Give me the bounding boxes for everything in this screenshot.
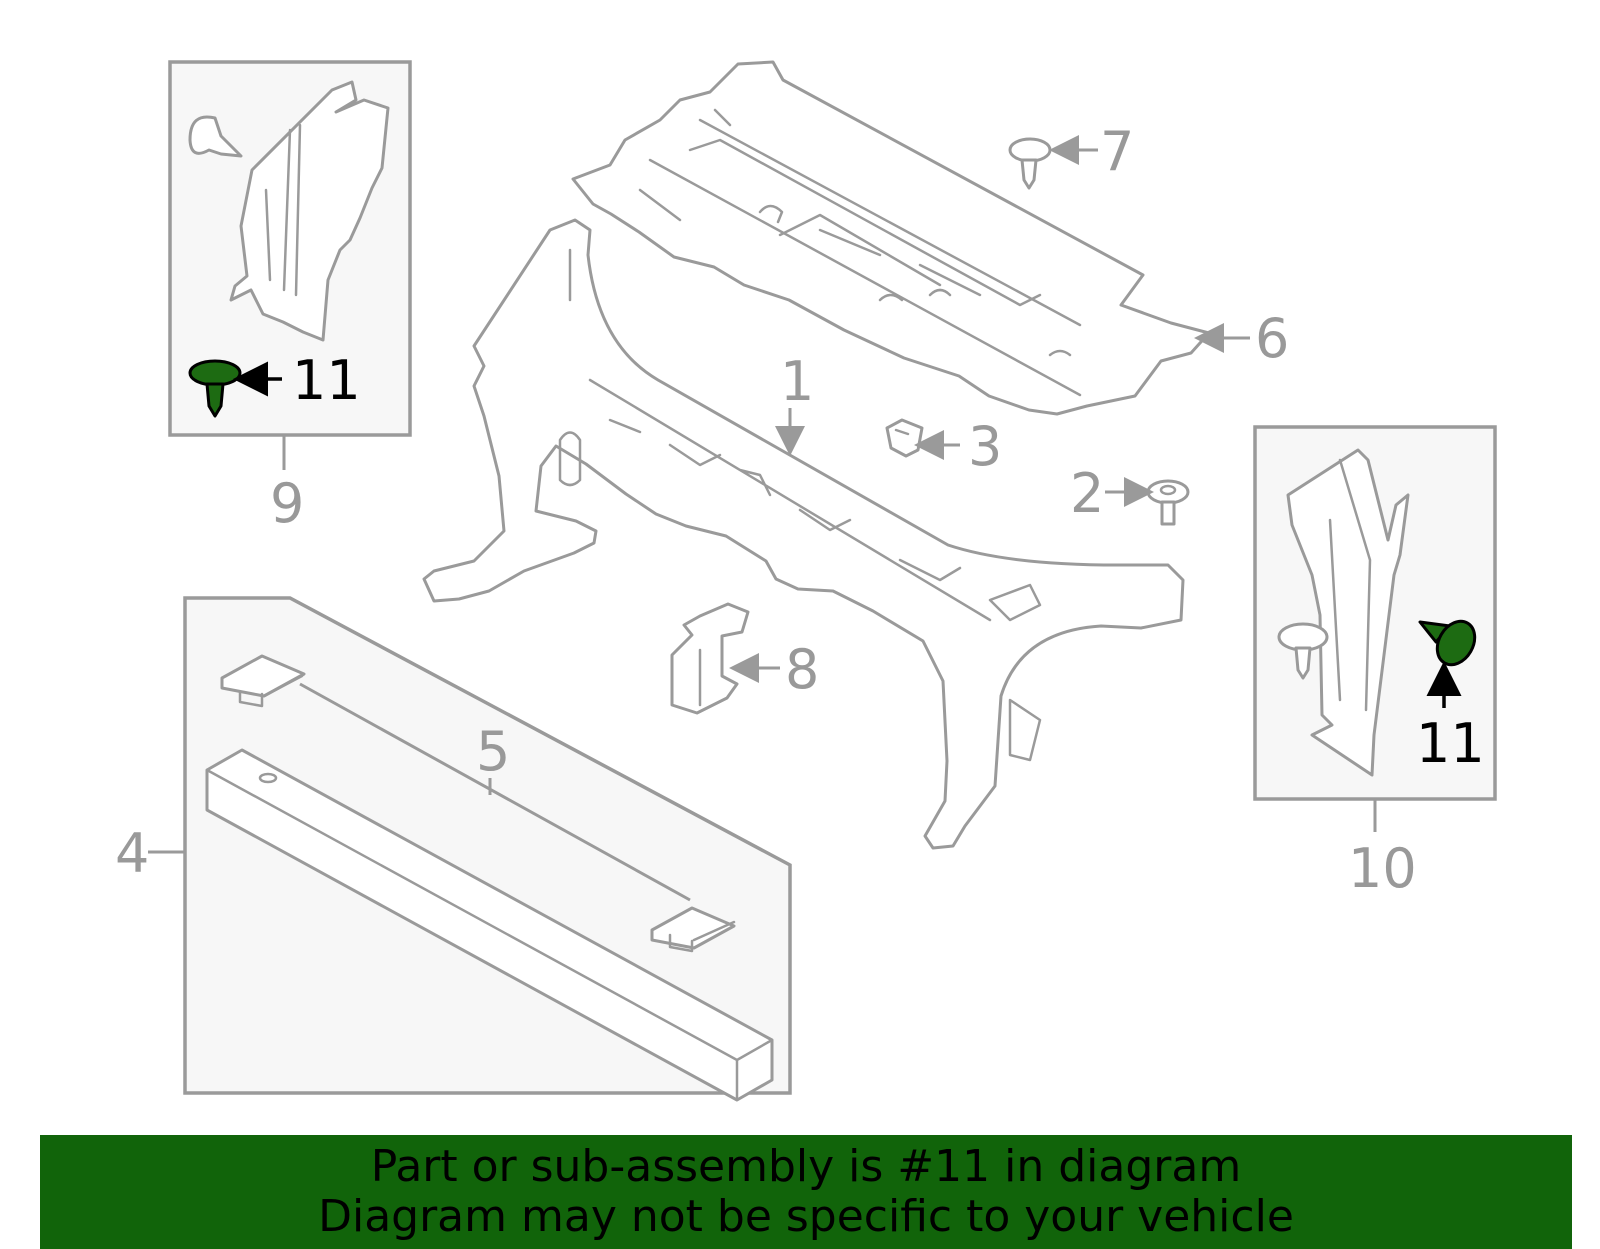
box-9-assembly: 11 9 [168, 60, 412, 535]
callout-11-right: 11 [1416, 712, 1485, 775]
info-banner: Part or sub-assembly is #11 in diagram D… [40, 1135, 1572, 1249]
part-6-upper-shield: 6 [571, 60, 1289, 416]
box-10-assembly: 11 10 [1253, 425, 1497, 900]
callout-5: 5 [476, 720, 510, 783]
part-7-clip: 7 [1008, 120, 1134, 190]
part-11-clip-left [188, 359, 242, 418]
callout-1: 1 [780, 350, 814, 413]
part-1-radiator-support: 1 [422, 218, 1185, 850]
part-2-bolt: 2 [1070, 462, 1190, 526]
callout-4: 4 [115, 822, 149, 885]
banner-line-2: Diagram may not be specific to your vehi… [318, 1191, 1294, 1242]
callout-11-left: 11 [292, 349, 361, 412]
part-8-block: 8 [670, 602, 819, 715]
box-9-clip [188, 115, 243, 158]
callout-10: 10 [1348, 837, 1417, 900]
callout-3: 3 [968, 415, 1002, 478]
banner-line-1: Part or sub-assembly is #11 in diagram [370, 1141, 1242, 1192]
callout-7: 7 [1100, 120, 1134, 183]
callout-6: 6 [1255, 307, 1289, 370]
part-3-nut: 3 [885, 415, 1002, 478]
callout-2: 2 [1070, 462, 1104, 525]
box-10-clip [1277, 622, 1329, 652]
box-4-assembly: 5 4 [115, 596, 792, 1102]
callout-8: 8 [785, 638, 819, 701]
callout-9: 9 [270, 472, 304, 535]
